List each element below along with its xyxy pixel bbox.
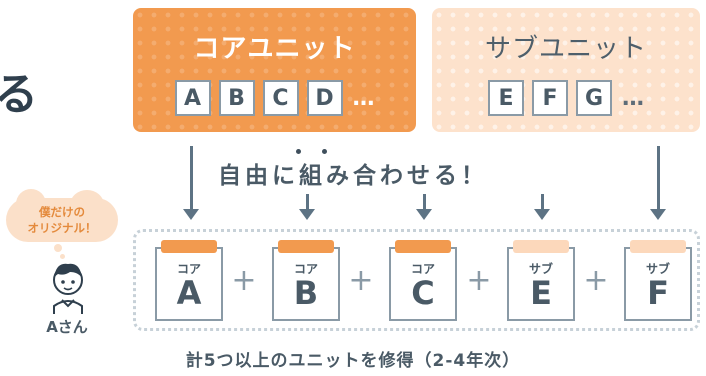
sub-unit-letter-box: E xyxy=(488,80,524,116)
selected-unit-card: サブ F xyxy=(624,240,692,321)
card-type-label: サブ xyxy=(645,262,670,276)
core-unit-ellipsis: … xyxy=(352,85,375,111)
card-letter: F xyxy=(647,274,669,312)
core-unit-letter-box: A xyxy=(174,80,211,116)
student-avatar-icon xyxy=(53,263,83,314)
core-unit-letters: A B C D … xyxy=(133,80,416,116)
arrow-to-b-head xyxy=(299,209,315,220)
bubble-line-2: オリジナル！ xyxy=(27,221,97,235)
selected-unit-card: コア C xyxy=(389,240,457,321)
cropped-heading-char: る xyxy=(0,69,38,120)
arrow-to-e-head xyxy=(534,209,550,220)
card-letter: C xyxy=(411,274,435,312)
card-type-label: サブ xyxy=(528,262,553,276)
plus-sign: + xyxy=(231,263,257,298)
selected-unit-card: コア B xyxy=(272,240,340,321)
plus-sign: + xyxy=(466,263,492,298)
card-letter: B xyxy=(293,274,319,312)
arrow-core-to-a-head xyxy=(183,209,199,220)
slogan: 自由に組み合わせる！ xyxy=(218,163,488,189)
emphasis-dot xyxy=(322,149,327,154)
person-name: Aさん xyxy=(46,318,88,336)
core-tab xyxy=(278,240,334,253)
sub-unit-letter-box: G xyxy=(576,80,612,116)
core-unit-letter-box: B xyxy=(218,80,255,116)
arrow-to-c-head xyxy=(416,209,432,220)
arrow-sub-to-f-head xyxy=(650,209,666,220)
arrow-to-c-line xyxy=(423,194,426,210)
selection-frame xyxy=(133,229,700,331)
core-unit-letter-box: D xyxy=(306,80,343,116)
core-tab xyxy=(395,240,451,253)
card-type-label: コア xyxy=(176,262,201,276)
card-type-label: コア xyxy=(293,262,318,276)
emphasis-dot xyxy=(296,149,301,154)
arrow-sub-to-f-line xyxy=(657,146,660,210)
core-unit-panel: コアユニット A B C D … xyxy=(133,8,416,132)
bubble-tail-dot xyxy=(54,244,62,252)
bubble-tail-dot xyxy=(60,254,65,259)
sub-unit-panel: サブユニット E F G … xyxy=(432,8,700,132)
sub-tab xyxy=(630,240,686,253)
card-letter: E xyxy=(530,274,552,312)
sub-unit-letters: E F G … xyxy=(432,80,700,116)
selected-unit-card: サブ E xyxy=(507,240,575,321)
plus-sign: + xyxy=(583,263,609,298)
card-type-label: コア xyxy=(410,262,435,276)
requirement-caption: 計5つ以上のユニットを修得（2-4年次） xyxy=(185,351,521,371)
bubble-line-1: 僕だけの xyxy=(39,205,85,219)
thought-bubble: 僕だけの オリジナル！ xyxy=(6,189,118,242)
arrow-to-b-line xyxy=(306,194,309,210)
plus-sign: + xyxy=(348,263,374,298)
sub-unit-ellipsis: … xyxy=(622,85,644,111)
core-tab xyxy=(161,240,217,253)
core-unit-letter-box: C xyxy=(262,80,299,116)
core-unit-title: コアユニット xyxy=(193,34,356,64)
sub-unit-title: サブユニット xyxy=(484,34,647,64)
card-letter: A xyxy=(176,274,202,312)
arrow-core-to-a-line xyxy=(190,146,193,210)
sub-tab xyxy=(513,240,569,253)
selected-unit-card: コア A xyxy=(155,240,223,321)
arrow-to-e-line xyxy=(541,194,544,210)
sub-unit-letter-box: F xyxy=(532,80,568,116)
